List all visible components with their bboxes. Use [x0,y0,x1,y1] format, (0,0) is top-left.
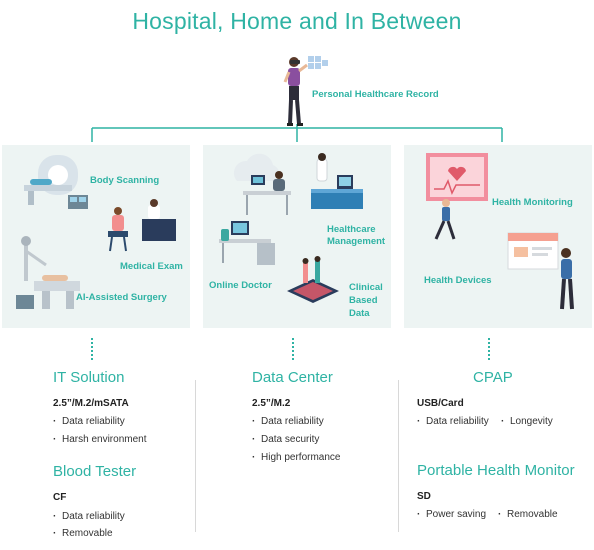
panel-home: Health Monitoring Health Devices [404,145,592,328]
clinical-data-illustration [287,256,339,303]
section-title-data-center: Data Center [252,369,333,386]
label-health-monitoring: Health Monitoring [492,197,573,208]
spec-portable-health-monitor: SD [417,491,431,502]
label-clinical: Clinical [349,282,383,293]
label-ai-assisted-surgery: AI-Assisted Surgery [76,292,167,303]
person-vr-illustration [283,56,328,126]
spec-blood-tester: CF [53,492,67,503]
bullet-bt-1: Data reliability [53,511,125,522]
healthcare-management-illustration [311,153,363,209]
bullet-dc-3: High performance [252,452,340,463]
dotted-connector-1 [91,338,93,360]
label-based: Based [349,295,378,306]
label-body-scanning: Body Scanning [90,175,160,186]
column-divider-1 [195,380,196,532]
ai-surgery-illustration [16,236,80,309]
bullet-dc-1: Data reliability [252,416,324,427]
bullet-cpap-2: Longevity [501,416,553,427]
dotted-connector-3 [488,338,490,360]
cloud-workstation-illustration [233,153,291,215]
label-online-doctor: Online Doctor [209,280,272,291]
section-title-it-solution: IT Solution [53,369,125,386]
phr-label: Personal Healthcare Record [312,89,439,100]
panel-data: Healthcare Management Online Doctor Clin… [203,145,391,328]
bullet-it-1: Data reliability [53,416,125,427]
bullet-phm-1: Power saving [417,509,486,520]
bullet-phm-2: Removable [498,509,558,520]
panel-hospital: Body Scanning Medical Exam AI-Assisted S… [2,145,190,328]
column-divider-2 [398,380,399,532]
label-management: Management [327,236,386,247]
bullet-cpap-1: Data reliability [417,416,489,427]
bullet-dc-2: Data security [252,434,319,445]
section-title-blood-tester: Blood Tester [53,463,137,480]
dotted-connector-2 [292,338,294,360]
bullet-bt-2: Removable [53,528,113,539]
online-doctor-illustration [219,221,275,265]
medical-exam-illustration [108,199,176,252]
label-data: Data [349,308,370,319]
spec-cpap: USB/Card [417,398,464,409]
section-title-cpap: CPAP [473,369,513,386]
bullet-it-2: Harsh environment [53,434,146,445]
section-title-portable-health-monitor: Portable Health Monitor [417,462,575,479]
health-monitoring-illustration [426,153,488,240]
body-scanning-illustration [24,155,88,209]
label-healthcare: Healthcare [327,224,376,235]
page-title: Hospital, Home and In Between [132,8,462,34]
label-medical-exam: Medical Exam [120,261,183,272]
spec-data-center: 2.5”/M.2 [252,398,291,409]
health-devices-illustration [507,232,574,310]
spec-it-solution: 2.5”/M.2/mSATA [53,398,129,409]
label-health-devices: Health Devices [424,275,492,286]
